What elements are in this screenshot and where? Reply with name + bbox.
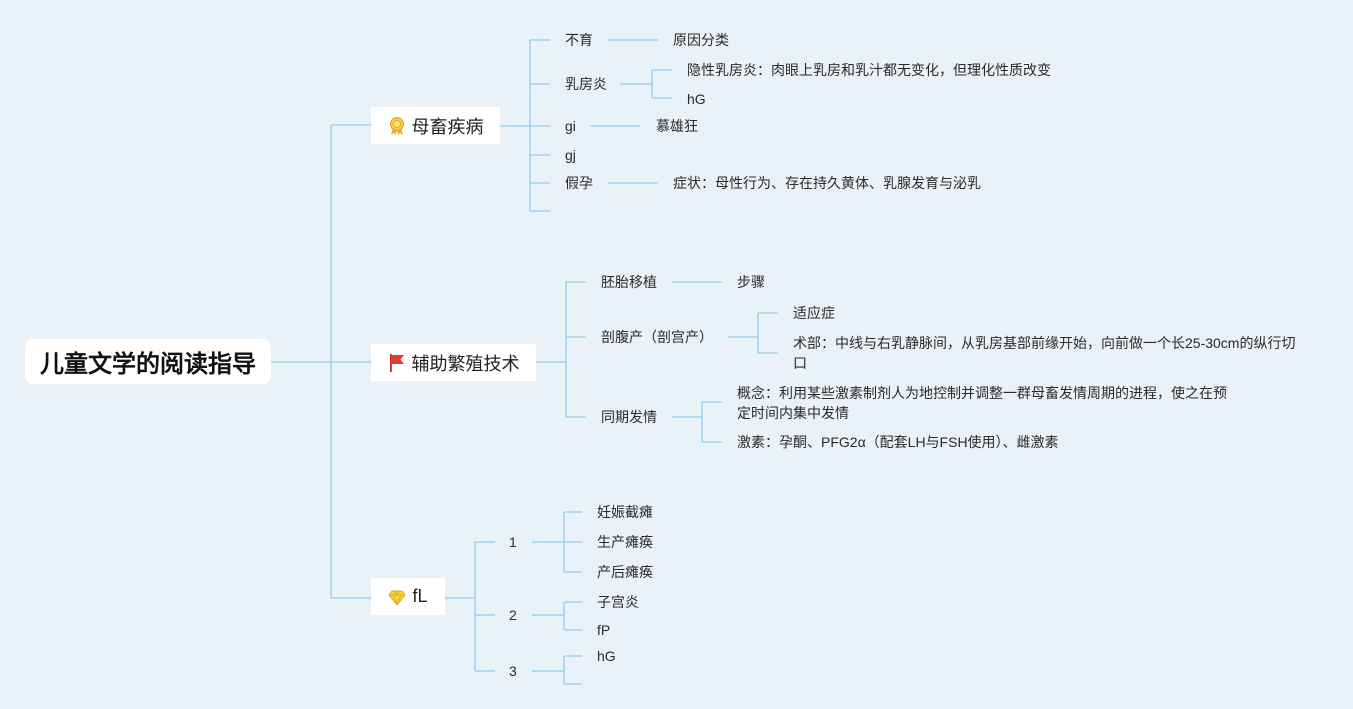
node-surgical-site[interactable]: 术部：中线与右乳静脉间，从乳房基部前缘开始，向前做一个长25-30cm的纵行切口 [793,335,1296,371]
branch-label: 辅助繁殖技术 [411,353,520,374]
node-1[interactable]: 1 [509,534,517,550]
node-pregnancy-paraplegia[interactable]: 妊娠截瘫 [597,504,653,520]
node-hormones[interactable]: 激素：孕酮、PFG2α（配套LH与FSH使用）、雌激素 [737,434,1059,450]
branch-label: fL [412,586,428,606]
red-flag-icon [389,353,404,372]
node-3[interactable]: 3 [509,663,517,679]
node-mastitis[interactable]: 乳房炎 [565,76,607,92]
node-estrus-sync[interactable]: 同期发情 [601,409,657,425]
node-nymphomania[interactable]: 慕雄狂 [656,118,698,134]
node-pseudopregnancy[interactable]: 假孕 [565,175,593,191]
node-fp[interactable]: fP [597,622,611,638]
node-gi[interactable]: gi [565,118,576,134]
branch-node-fl[interactable]: fL [371,578,445,615]
node-steps[interactable]: 步骤 [737,274,765,290]
node-embryo-transfer[interactable]: 胚胎移植 [601,274,657,290]
root-title: 儿童文学的阅读指导 [40,351,256,378]
root-node[interactable]: 儿童文学的阅读指导 [25,339,271,384]
branch-node-mother-disease[interactable]: 母畜疾病 [371,107,500,144]
node-infertility[interactable]: 不育 [565,32,593,48]
ribbon-medal-icon [389,116,404,135]
node-indications[interactable]: 适应症 [793,305,835,321]
node-symptoms[interactable]: 症状：母性行为、存在持久黄体、乳腺发育与泌乳 [673,175,981,191]
node-postpartum-paralysis[interactable]: 产后瘫痪 [597,564,653,580]
branch-label: 母畜疾病 [411,116,484,137]
node-metritis[interactable]: 子宫炎 [597,594,639,610]
node-cesarean[interactable]: 剖腹产（剖宫产） [601,329,713,345]
node-concept[interactable]: 概念：利用某些激素制剂人为地控制并调整一群母畜发情周期的进程，使之在预定时间内集… [737,385,1227,421]
node-gj[interactable]: gj [565,147,576,163]
node-parturient-paresis[interactable]: 生产瘫痪 [597,534,653,550]
branch-node-assisted-reproduction[interactable]: 辅助繁殖技术 [371,344,536,381]
node-latent-mastitis[interactable]: 隐性乳房炎：肉眼上乳房和乳汁都无变化，但理化性质改变 [687,62,1051,78]
node-2[interactable]: 2 [509,607,517,623]
node-hg[interactable]: hG [687,91,706,107]
node-hg-2[interactable]: hG [597,648,616,664]
diamond-icon [388,590,407,606]
node-cause-classification[interactable]: 原因分类 [673,32,729,48]
